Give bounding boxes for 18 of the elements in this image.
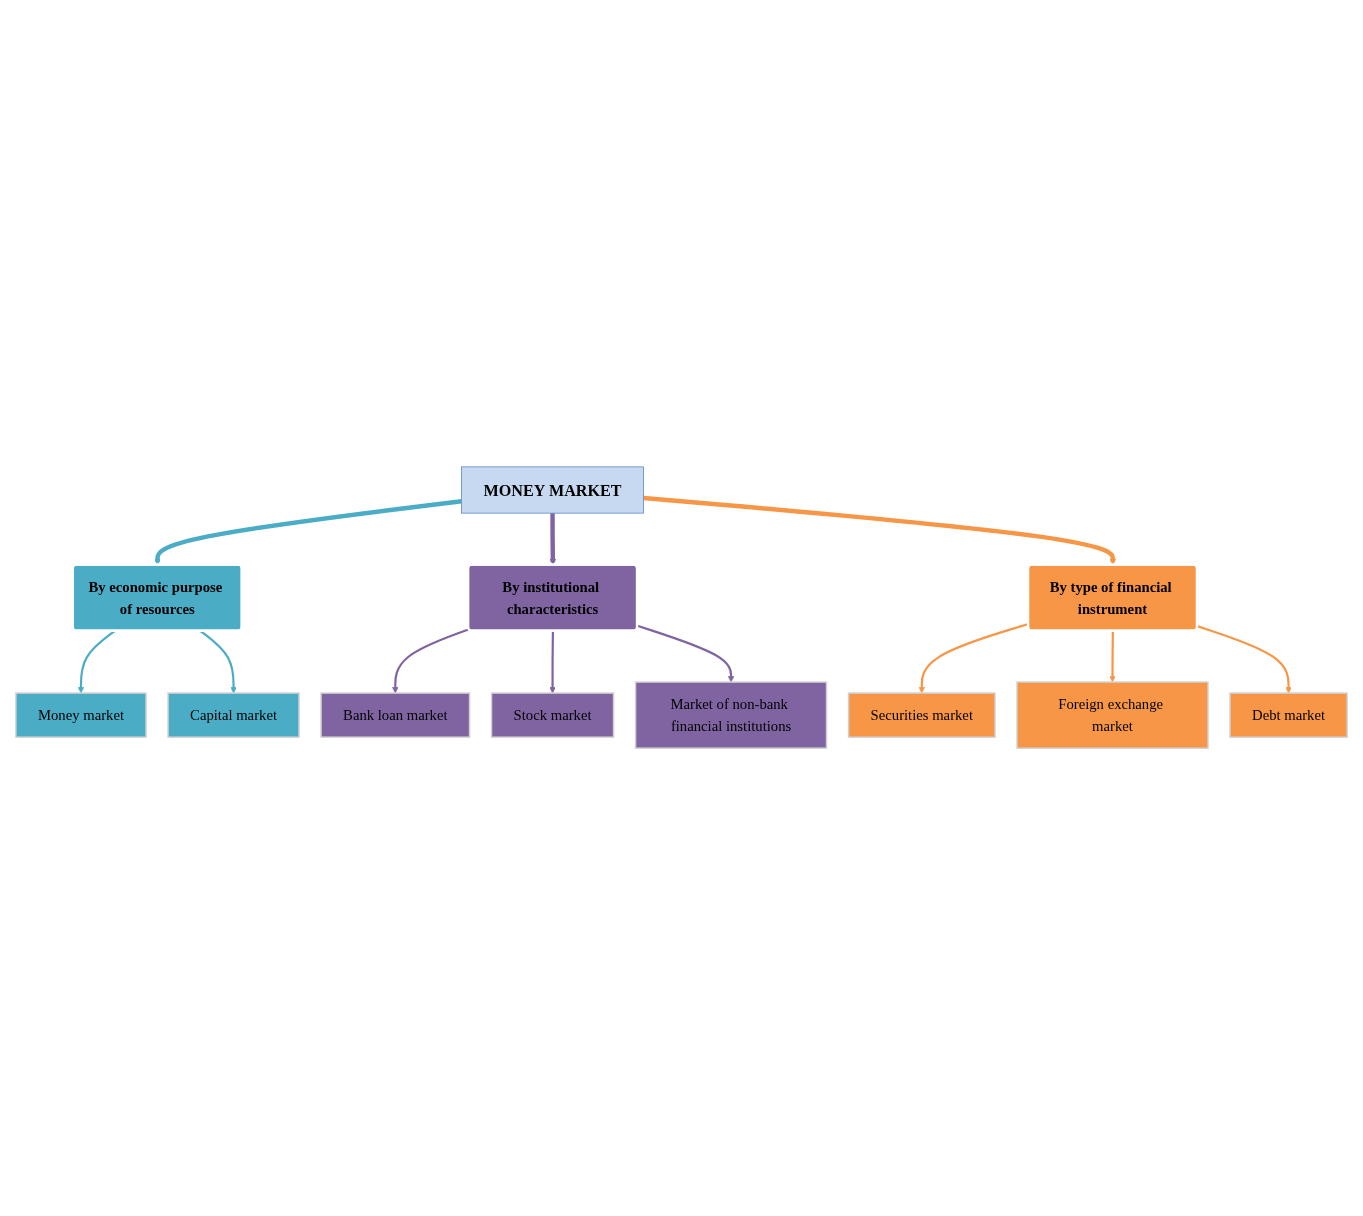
node-box: MONEY MARKET — [461, 467, 644, 514]
node-box: Stock market — [490, 692, 615, 739]
node-box: Bank loan market — [320, 692, 471, 739]
arrow — [154, 499, 462, 566]
arrow — [1197, 625, 1292, 694]
node-box: Foreign exchange market — [1016, 681, 1209, 750]
node-box: Securities market — [847, 692, 996, 739]
node-box: Market of non-bank financial institutions — [634, 681, 828, 750]
node-box: Money market — [15, 692, 147, 739]
arrow — [643, 496, 1117, 566]
node-box: Debt market — [1229, 692, 1348, 739]
arrow — [549, 513, 557, 566]
arrow — [637, 625, 735, 683]
arrow — [918, 623, 1029, 694]
arrow — [392, 628, 470, 694]
arrow — [549, 631, 556, 694]
arrow — [1109, 631, 1116, 683]
node-box: Capital market — [167, 692, 300, 739]
